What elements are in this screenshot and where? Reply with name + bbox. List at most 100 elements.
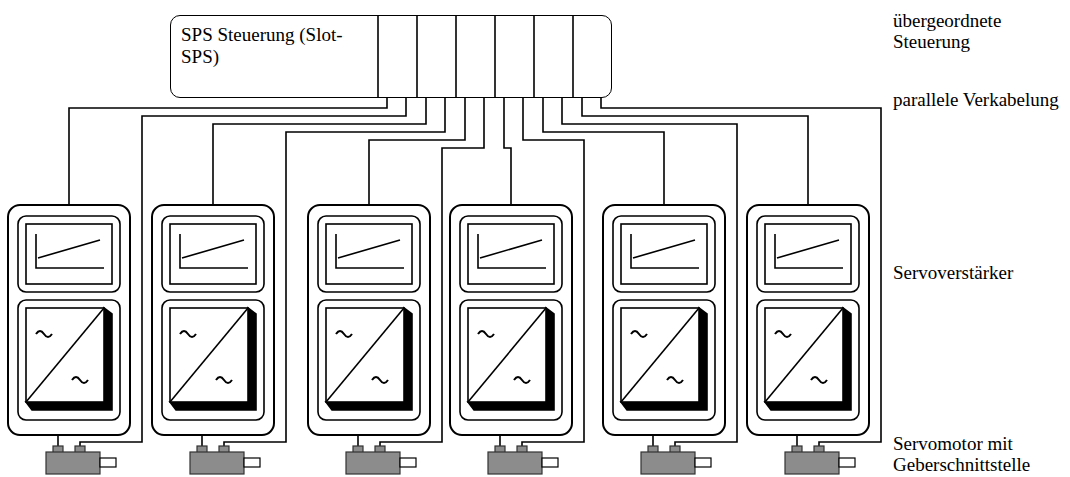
motor-cable bbox=[796, 435, 798, 447]
servo-motor bbox=[190, 446, 260, 474]
converter-symbol bbox=[170, 308, 248, 402]
amplifier-housing bbox=[8, 205, 130, 435]
converter-symbol bbox=[26, 308, 104, 402]
motor-cable bbox=[57, 435, 59, 447]
servo-motor bbox=[785, 446, 855, 474]
ramp-icon bbox=[36, 234, 104, 268]
motor-shaft bbox=[400, 458, 416, 467]
servo-amplifier bbox=[8, 205, 130, 435]
controller-display bbox=[765, 224, 851, 284]
converter-shadow bbox=[765, 308, 851, 410]
slot-divider bbox=[572, 15, 574, 98]
plc-title: SPS Steuerung (Slot-SPS) bbox=[171, 16, 366, 76]
converter-shadow bbox=[26, 308, 112, 410]
amplifier-housing bbox=[747, 205, 869, 435]
servo-amplifier bbox=[450, 205, 572, 435]
motor-cable bbox=[652, 435, 654, 447]
amplifier-housing bbox=[603, 205, 725, 435]
converter-diagonal bbox=[621, 308, 699, 402]
control-wire bbox=[369, 98, 465, 205]
control-wire bbox=[213, 98, 426, 205]
motor-shaft bbox=[244, 458, 260, 467]
converter-diagonal bbox=[765, 308, 843, 402]
motor-shaft bbox=[839, 458, 855, 467]
controller-display bbox=[26, 224, 112, 284]
motor-cable bbox=[201, 435, 203, 447]
converter-panel bbox=[18, 300, 120, 420]
level-label: Servomotor mit Geberschnittstelle bbox=[893, 433, 1063, 475]
amplifier-housing bbox=[308, 205, 430, 435]
converter-shadow bbox=[468, 308, 554, 410]
servo-motor bbox=[346, 446, 416, 474]
converter-diagonal bbox=[170, 308, 248, 402]
controller-panel bbox=[460, 216, 562, 292]
encoder-wire bbox=[601, 98, 881, 447]
level-label: übergeordnete Steuerung bbox=[893, 10, 1063, 52]
ac-symbol bbox=[180, 331, 196, 337]
servo-motor bbox=[488, 446, 558, 474]
slot-divider bbox=[533, 15, 535, 98]
motor-shaft bbox=[695, 458, 711, 467]
servo-amplifier bbox=[603, 205, 725, 435]
controller-panel bbox=[318, 216, 420, 292]
ac-symbol bbox=[631, 331, 647, 337]
converter-panel bbox=[460, 300, 562, 420]
converter-shadow bbox=[326, 308, 412, 410]
ac-symbol bbox=[514, 377, 530, 383]
controller-panel bbox=[162, 216, 264, 292]
converter-shadow bbox=[621, 308, 707, 410]
controller-display bbox=[170, 224, 256, 284]
servo-amplifier bbox=[152, 205, 274, 435]
servo-amplifier bbox=[747, 205, 869, 435]
motor-cable bbox=[499, 435, 501, 447]
slot-divider bbox=[494, 15, 496, 98]
servo-amplifier bbox=[308, 205, 430, 435]
control-wire bbox=[543, 98, 664, 205]
slot-divider bbox=[416, 15, 418, 98]
converter-diagonal bbox=[326, 308, 404, 402]
converter-diagonal bbox=[26, 308, 104, 402]
ac-symbol bbox=[811, 377, 827, 383]
motor-body bbox=[488, 452, 542, 474]
motor-shaft bbox=[542, 458, 558, 467]
ramp-icon bbox=[336, 234, 404, 268]
converter-symbol bbox=[468, 308, 546, 402]
control-wire bbox=[69, 98, 387, 205]
encoder-wire bbox=[562, 98, 737, 447]
servo-motor bbox=[641, 446, 711, 474]
converter-symbol bbox=[765, 308, 843, 402]
ac-symbol bbox=[216, 377, 232, 383]
parallel-wiring bbox=[58, 98, 881, 447]
controller-panel bbox=[757, 216, 859, 292]
controller-display bbox=[468, 224, 554, 284]
ac-symbol bbox=[667, 377, 683, 383]
plc-slots bbox=[378, 15, 573, 98]
ac-symbol bbox=[36, 331, 52, 337]
servo-motor bbox=[46, 446, 116, 474]
ac-symbol bbox=[372, 377, 388, 383]
amplifier-housing bbox=[152, 205, 274, 435]
converter-panel bbox=[757, 300, 859, 420]
converter-panel bbox=[318, 300, 420, 420]
converter-panel bbox=[613, 300, 715, 420]
amplifier-housing bbox=[450, 205, 572, 435]
controller-display bbox=[326, 224, 412, 284]
converter-shadow bbox=[170, 308, 256, 410]
level-label: Servoverstärker bbox=[893, 262, 1063, 283]
ramp-icon bbox=[775, 234, 843, 268]
level-label: parallele Verkabelung bbox=[893, 89, 1063, 110]
converter-diagonal bbox=[468, 308, 546, 402]
motor-body bbox=[641, 452, 695, 474]
ac-symbol bbox=[775, 331, 791, 337]
converter-symbol bbox=[326, 308, 404, 402]
ramp-icon bbox=[180, 234, 248, 268]
slot-divider bbox=[455, 15, 457, 98]
motor-shaft bbox=[100, 458, 116, 467]
ramp-icon bbox=[478, 234, 546, 268]
slot-divider bbox=[377, 15, 379, 98]
motor-body bbox=[346, 452, 400, 474]
control-wire bbox=[582, 98, 808, 205]
plc-box: SPS Steuerung (Slot-SPS) bbox=[170, 15, 612, 98]
